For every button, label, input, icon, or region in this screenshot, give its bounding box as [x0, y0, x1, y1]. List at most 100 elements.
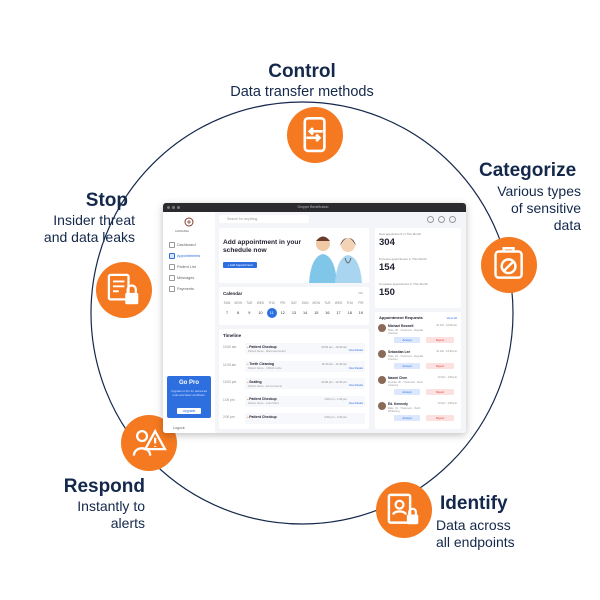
identify-subtitle-line: Data across	[436, 517, 511, 533]
identify-subtitle: Data across all endpoints	[436, 517, 546, 551]
timeline-item-patient: Patient Name - Maria Hernandez	[248, 349, 286, 353]
settings-icon[interactable]	[438, 216, 445, 223]
wallet-icon	[169, 286, 175, 292]
categorize-title: Categorize	[479, 160, 577, 181]
doctors-illustration	[309, 236, 362, 283]
appointment-requests-card: Appointment Requests View All Michael Ro…	[375, 312, 461, 429]
stop-title: Stop	[85, 190, 128, 211]
sidebar-item-dashboard[interactable]: Dashboard	[169, 242, 196, 248]
view-details-link[interactable]: View Details	[348, 401, 363, 405]
calendar-date[interactable]: 13	[291, 311, 297, 315]
categorize-node	[481, 237, 537, 293]
accept-button[interactable]: Accept	[394, 337, 420, 343]
timeline-item-time: 2:00 pm - 2:30 pm	[324, 414, 347, 419]
calendar-date[interactable]: 7	[225, 311, 229, 315]
timeline-item[interactable]: Patient Checkup 2:00 pm - 2:30 pm	[245, 413, 365, 424]
request-name: Sebastian Lee	[388, 350, 411, 354]
weekday-label: TUE	[246, 301, 253, 305]
request-date: 13 Oct · 1:00 pm	[437, 376, 457, 379]
month-select[interactable]: Oct	[358, 291, 363, 295]
calendar-date[interactable]: 9	[248, 311, 251, 315]
calendar-date[interactable]: 15	[314, 311, 319, 315]
avatar	[378, 376, 386, 384]
go-pro-title: Go Pro	[178, 380, 199, 386]
logout-button[interactable]: Logout	[173, 426, 185, 430]
appointment-banner: Add appointment in your schedule now + A…	[219, 228, 369, 283]
timeline-item-time: 11:00 am - 11:30 am	[321, 362, 347, 366]
add-appointment-button[interactable]: + Add Appointment	[223, 262, 257, 268]
timeline-time: 2:00 pm	[223, 415, 235, 419]
weekday-label: MON	[234, 301, 242, 305]
respond-title: Respond	[63, 476, 145, 497]
weekday-label: FRI	[280, 301, 286, 305]
calendar-date[interactable]: 8	[237, 311, 240, 315]
weekday-label: THU	[268, 301, 275, 305]
stat-value: 154	[379, 262, 395, 273]
sidebar-item-label: Messages	[177, 276, 195, 280]
weekday-label: THU	[346, 301, 353, 305]
view-details-link[interactable]: View Details	[348, 384, 363, 387]
weekday-label: TUE	[324, 301, 331, 305]
view-details-link[interactable]: View Details	[348, 349, 363, 352]
respond-node	[121, 415, 177, 471]
accept-button[interactable]: Accept	[394, 389, 420, 395]
sidebar-item-payments[interactable]: Payments	[169, 286, 194, 292]
stat-label: New appointment in This Month	[379, 232, 422, 236]
sidebar-item-messages[interactable]: Messages	[169, 275, 194, 281]
sidebar-item-patient-list[interactable]: Patient List	[169, 264, 196, 270]
notification-icon[interactable]	[427, 216, 434, 223]
timeline-time: 1:00 pm	[223, 397, 235, 402]
timeline-item-time: 10:00 am - 10:30 am	[321, 344, 347, 349]
calendar-date[interactable]: 17	[336, 311, 341, 315]
calendar-date[interactable]: 12	[280, 311, 285, 315]
calendar-date[interactable]: 11	[266, 308, 277, 318]
phone-transfer-icon	[303, 117, 327, 153]
categorize-subtitle-line: of sensitive	[510, 200, 581, 216]
calendar-date[interactable]: 16	[325, 311, 330, 315]
sidebar-item-appointments[interactable]: Appointments	[169, 253, 200, 259]
weekday-label: MON	[312, 301, 320, 305]
avatar[interactable]	[449, 216, 456, 223]
browser-url: Gruppe Beneficiario	[297, 205, 329, 209]
reject-button[interactable]: Reject	[426, 389, 454, 395]
reject-button[interactable]: Reject	[426, 337, 454, 343]
reject-button[interactable]: Reject	[426, 363, 454, 369]
calendar-date[interactable]: 10	[258, 311, 263, 315]
logo-text: CLINICANA	[175, 230, 189, 233]
stop-subtitle: Insider threat and data leaks	[20, 212, 135, 246]
alert-user-icon	[133, 429, 168, 457]
dashboard-screenshot: Gruppe Beneficiario CLINICANA Dashboard …	[163, 203, 466, 433]
timeline-time: 10:00 am	[223, 345, 237, 349]
weekday-label: SUN	[301, 301, 309, 305]
categorize-subtitle-line: Various types	[497, 183, 581, 199]
calendar-date[interactable]: 18	[347, 311, 352, 315]
calendar-date[interactable]: 19	[358, 311, 363, 315]
top-icons	[427, 216, 456, 223]
view-all-link[interactable]: View All	[446, 316, 457, 320]
calendar-date[interactable]: 14	[302, 311, 308, 315]
reject-button[interactable]: Reject	[426, 415, 454, 421]
message-icon	[169, 275, 175, 281]
search-input[interactable]: Search for anything	[219, 215, 309, 223]
control-title: Control	[268, 61, 336, 82]
upgrade-button[interactable]: Upgrade	[177, 408, 201, 414]
device-prohibited-icon	[494, 247, 524, 280]
timeline-item-name: Patient Checkup	[247, 415, 276, 419]
weekday-label: SAT	[290, 301, 297, 305]
accept-button[interactable]: Accept	[394, 415, 420, 421]
weekday-label: WED	[334, 301, 343, 305]
avatar	[378, 350, 386, 358]
accept-button[interactable]: Accept	[394, 363, 420, 369]
stat-value: 150	[379, 287, 395, 298]
view-details-link[interactable]: View Details	[348, 366, 363, 370]
categorize-subtitle: Various types of sensitive data	[470, 183, 581, 234]
timeline-item-patient: Patient Name - Clifford Lorde	[248, 367, 282, 370]
